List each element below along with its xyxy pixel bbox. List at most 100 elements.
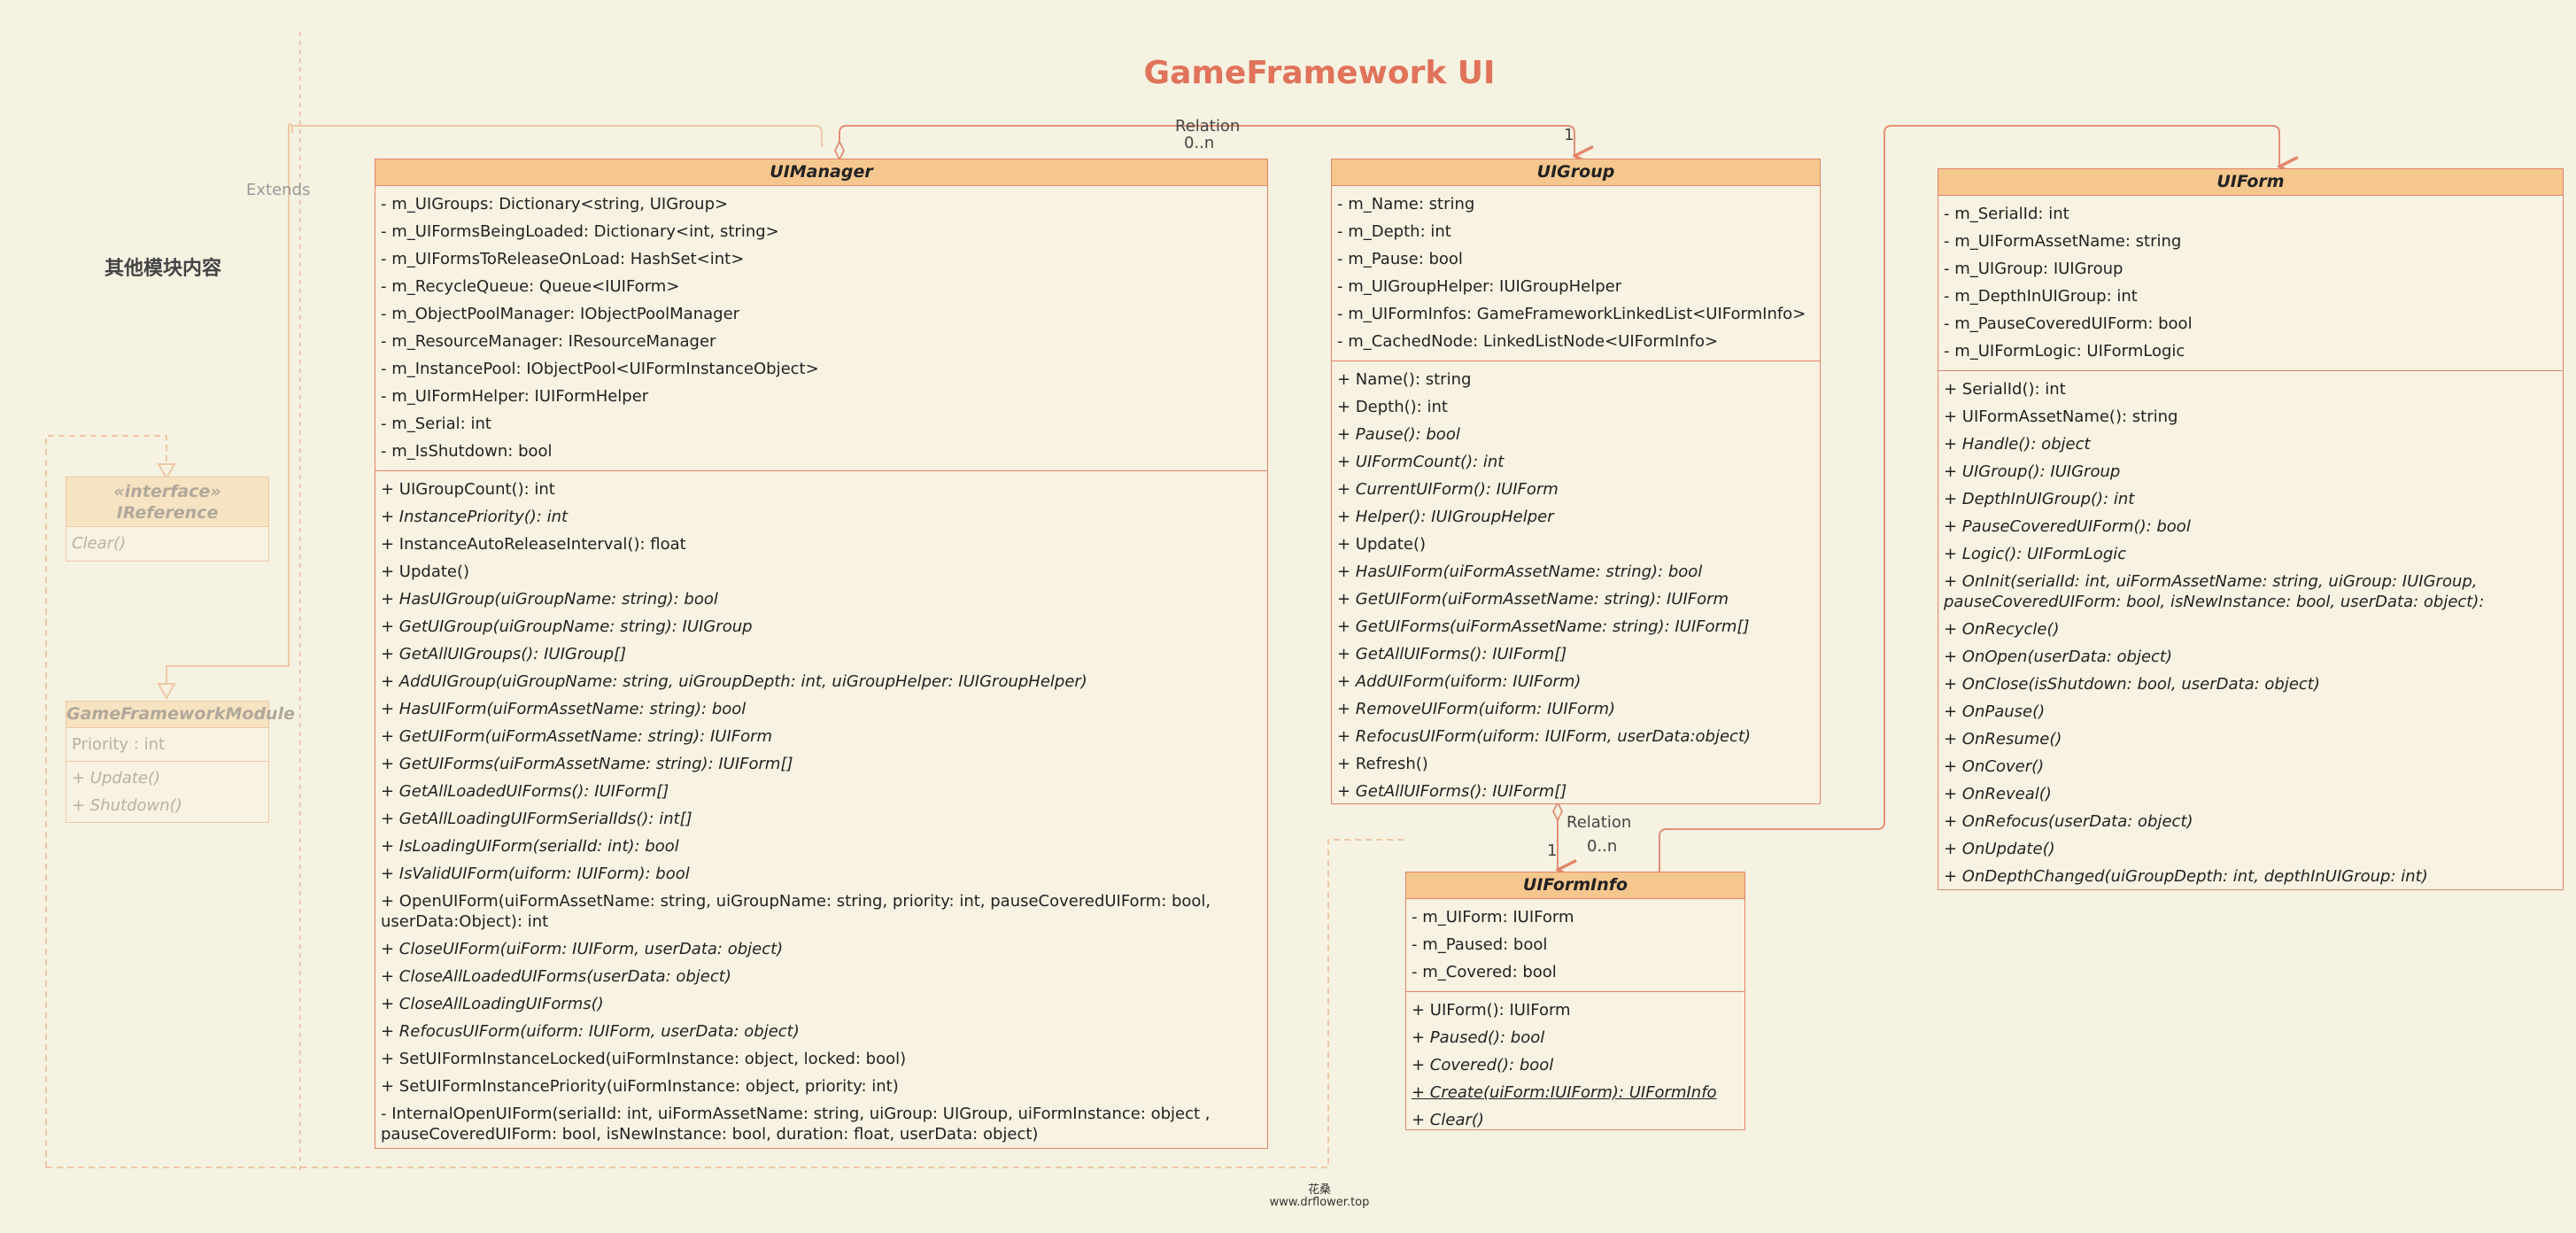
uiforminfo-field-2: - m_Covered: bool <box>1412 963 1557 981</box>
uiforminfo-method-2: + Covered(): bool <box>1412 1056 1554 1074</box>
uimanager-method-12: + GetAllLoadingUIFormSerialIds(): int[] <box>381 810 692 828</box>
uimanager-field-5: - m_ResourceManager: IResourceManager <box>381 332 716 351</box>
uimanager-method-10: + GetUIForms(uiFormAssetName: string): I… <box>381 755 793 773</box>
uimanager-method-2: + InstanceAutoReleaseInterval(): float <box>381 535 686 554</box>
ireference-methods: Clear() <box>66 527 268 560</box>
uimanager-method-11: + GetAllLoadedUIForms(): IUIForm[] <box>381 782 669 801</box>
uigroup-fields: - m_Name: string- m_Depth: int- m_Pause:… <box>1332 186 1820 361</box>
uigroup-name: UIGroup <box>1332 159 1820 186</box>
uiforminfo-uiform-relation-line <box>1659 125 2279 872</box>
uigroup-method-6: + Update() <box>1337 535 1427 554</box>
uiform-method-12: + OnResume() <box>1944 730 2062 748</box>
uiform-method-17: + OnDepthChanged(uiGroupDepth: int, dept… <box>1944 867 2428 886</box>
relation-mid-multiplicity-source: 0..n <box>1587 837 1618 856</box>
uigroup-method-8: + GetUIForm(uiFormAssetName: string): IU… <box>1337 590 1729 609</box>
extends-top-line <box>289 123 823 147</box>
uigroup-method-2: + Pause(): bool <box>1337 425 1460 444</box>
uiforminfo-method-0: + UIForm(): IUIForm <box>1412 1001 1571 1020</box>
uiform-method-4: + DepthInUIGroup(): int <box>1944 490 2135 508</box>
uimanager-method-6: + GetAllUIGroups(): IUIGroup[] <box>381 645 627 663</box>
uigroup-method-5: + Helper(): IUIGroupHelper <box>1337 508 1554 526</box>
uiform-field-3: - m_DepthInUIGroup: int <box>1944 287 2138 306</box>
uiform-methods: + SerialId(): int + UIFormAssetName(): st… <box>1938 370 2563 896</box>
uimanager-method-15: + OpenUIForm(uiFormAssetName: string, ui… <box>381 892 1211 931</box>
class-ireference: «interface» IReference Clear() <box>66 477 269 562</box>
uiform-method-13: + OnCover() <box>1944 757 2045 776</box>
gfmodule-inherit-line <box>166 124 290 687</box>
other-modules-label: 其他模块内容 <box>104 258 222 280</box>
uigroup-method-9: + GetUIForms(uiFormAssetName: string): I… <box>1337 617 1750 636</box>
gfmodule-method-0: + Update() <box>72 769 161 787</box>
class-uiform: UIForm - m_SerialId: int- m_UIFormAssetN… <box>1938 168 2564 890</box>
uiform-fields: - m_SerialId: int- m_UIFormAssetName: st… <box>1938 196 2563 370</box>
uimanager-method-21: + SetUIFormInstancePriority(uiFormInstan… <box>381 1077 899 1096</box>
uigroup-methods: + Name(): string+ Depth(): int+ Pause():… <box>1332 361 1820 810</box>
gfmodule-method-1: + Shutdown() <box>72 796 182 815</box>
uimanager-method-9: + GetUIForm(uiFormAssetName: string): IU… <box>381 727 773 746</box>
uimanager-method-13: + IsLoadingUIForm(serialId: int): bool <box>381 837 679 856</box>
uiform-field-0: - m_SerialId: int <box>1944 205 2069 223</box>
gfmodule-fields: Priority : int <box>66 728 268 761</box>
uimanager-method-3: + Update() <box>381 562 470 581</box>
class-gameframeworkmodule: GameFrameworkModule Priority : int + Upd… <box>66 701 295 823</box>
diagram-title: GameFramework UI <box>1143 55 1496 91</box>
uimanager-field-7: - m_UIFormHelper: IUIFormHelper <box>381 387 649 406</box>
uimanager-method-22: - InternalOpenUIForm(serialId: int, uiFo… <box>381 1105 1211 1144</box>
uiform-method-16: + OnUpdate() <box>1944 840 2055 858</box>
uigroup-method-3: + UIFormCount(): int <box>1337 453 1505 471</box>
aggregation-diamond-uimanager <box>834 140 845 161</box>
uimanager-method-5: + GetUIGroup(uiGroupName: string): IUIGr… <box>381 617 753 636</box>
uigroup-method-0: + Name(): string <box>1337 370 1472 389</box>
uigroup-field-0: - m_Name: string <box>1337 195 1475 213</box>
uimanager-method-17: + CloseAllLoadedUIForms(userData: object… <box>381 967 731 986</box>
uigroup-method-7: + HasUIForm(uiFormAssetName: string): bo… <box>1337 562 1703 581</box>
uiforminfo-methods: + UIForm(): IUIForm+ Paused(): bool+ Cov… <box>1406 991 1744 1139</box>
uigroup-method-13: + RefocusUIForm(uiform: IUIForm, userDat… <box>1337 727 1752 746</box>
uimanager-field-4: - m_ObjectPoolManager: IObjectPoolManage… <box>381 305 740 323</box>
uigroup-field-2: - m_Pause: bool <box>1337 250 1463 268</box>
uiforminfo-method-3: + Create(uiForm:IUIForm): UIFormInfo <box>1412 1083 1717 1102</box>
uimanager-field-9: - m_IsShutdown: bool <box>381 442 553 461</box>
ireference-name: IReference <box>116 503 219 523</box>
uimanager-method-7: + AddUIGroup(uiGroupName: string, uiGrou… <box>381 672 1087 691</box>
uimanager-field-3: - m_RecycleQueue: Queue<IUIForm> <box>381 277 680 296</box>
uigroup-field-4: - m_UIFormInfos: GameFrameworkLinkedList… <box>1337 305 1806 323</box>
uimanager-methods: + UIGroupCount(): int+ InstancePriority(… <box>375 470 1267 1153</box>
relation-mid-label: Relation <box>1566 813 1632 832</box>
uiform-method-1: + UIFormAssetName(): string <box>1944 407 2178 426</box>
ireference-inherit-arrow <box>157 463 176 481</box>
uiform-field-2: - m_UIGroup: IUIGroup <box>1944 260 2123 278</box>
uiforminfo-field-0: - m_UIForm: IUIForm <box>1412 908 1574 927</box>
uiform-method-5: + PauseCoveredUIForm(): bool <box>1944 517 2191 536</box>
class-uimanager: UIManager - m_UIGroups: Dictionary<strin… <box>375 159 1268 1149</box>
uiform-method-2: + Handle(): object <box>1944 435 2091 454</box>
aggregation-diamond-uigroup <box>1552 801 1563 822</box>
uimanager-uigroup-relation-line <box>839 125 1574 156</box>
uiform-method-8: + OnRecycle() <box>1944 620 2060 639</box>
uigroup-method-14: + Refresh() <box>1337 755 1428 773</box>
uimanager-field-6: - m_InstancePool: IObjectPool<UIFormInst… <box>381 360 819 378</box>
footer-author: 花桑 <box>1307 1183 1331 1197</box>
extends-to-gfmodule-line <box>46 839 1404 1168</box>
gfmodule-name: GameFrameworkModule <box>66 702 295 728</box>
uiform-method-10: + OnClose(isShutdown: bool, userData: ob… <box>1944 675 2320 694</box>
uimanager-method-14: + IsValidUIForm(uiform: IUIForm): bool <box>381 865 690 883</box>
uimanager-method-8: + HasUIForm(uiFormAssetName: string): bo… <box>381 700 746 718</box>
uiform-method-3: + UIGroup(): IUIGroup <box>1944 462 2121 481</box>
uiforminfo-method-4: + Clear() <box>1412 1111 1484 1129</box>
uiform-field-4: - m_PauseCoveredUIForm: bool <box>1944 314 2193 333</box>
uiforminfo-field-1: - m_Paused: bool <box>1412 935 1548 954</box>
uiform-method-0: + SerialId(): int <box>1944 380 2066 399</box>
uiform-name: UIForm <box>1938 169 2563 196</box>
footer-website: www.drflower.top <box>1269 1196 1370 1209</box>
uigroup-field-5: - m_CachedNode: LinkedListNode<UIFormInf… <box>1337 332 1719 351</box>
uimanager-method-19: + RefocusUIForm(uiform: IUIForm, userDat… <box>381 1022 800 1041</box>
uigroup-field-3: - m_UIGroupHelper: IUIGroupHelper <box>1337 277 1622 296</box>
uigroup-method-10: + GetAllUIForms(): IUIForm[] <box>1337 645 1567 663</box>
uiform-field-5: - m_UIFormLogic: UIFormLogic <box>1944 342 2185 361</box>
uimanager-method-0: + UIGroupCount(): int <box>381 480 555 499</box>
uimanager-method-16: + CloseUIForm(uiForm: IUIForm, userData:… <box>381 940 784 958</box>
uimanager-method-20: + SetUIFormInstanceLocked(uiFormInstance… <box>381 1050 907 1068</box>
gfmodule-inherit-arrow <box>157 683 176 701</box>
